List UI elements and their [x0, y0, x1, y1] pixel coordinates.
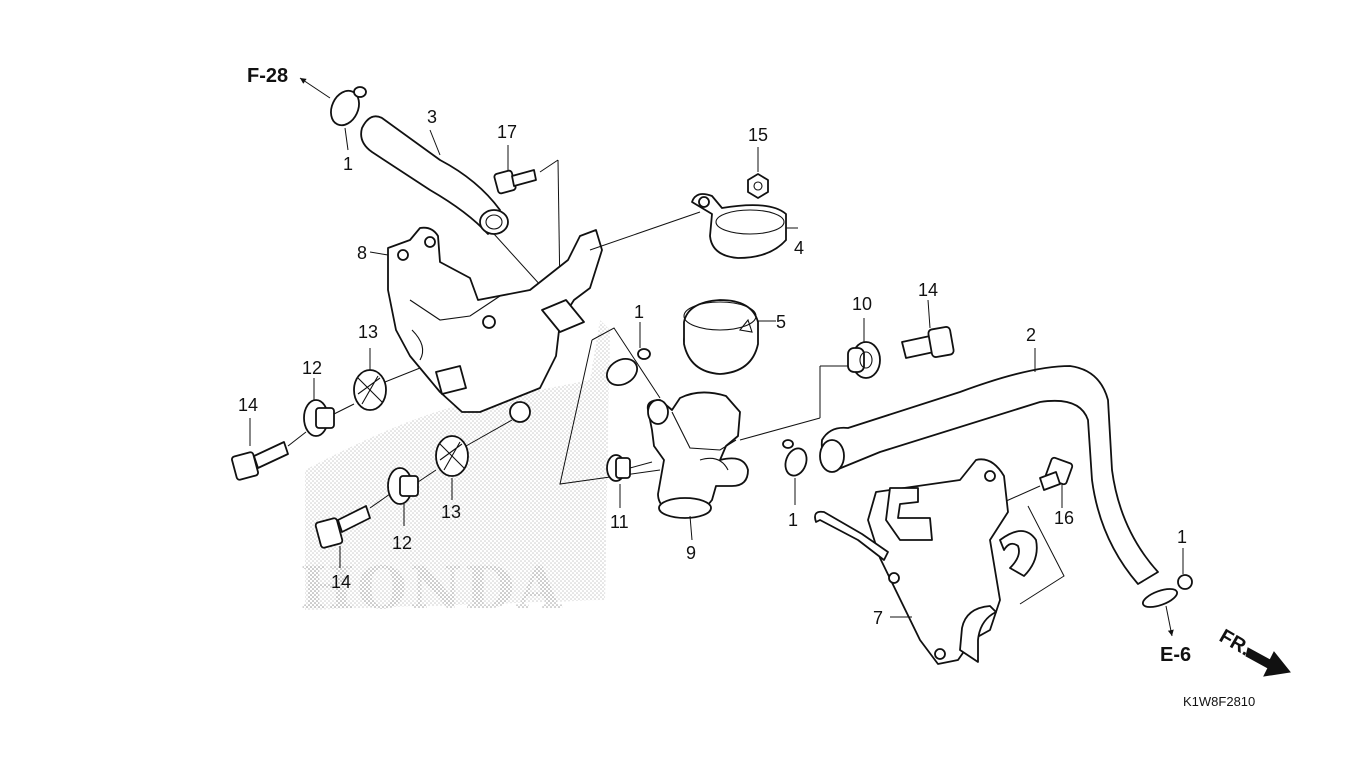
collar-12-lower[interactable]: [387, 467, 419, 505]
callout-1-top: 1: [343, 154, 353, 174]
callout-1-lower: 1: [788, 510, 798, 530]
callout-1-right: 1: [1177, 527, 1187, 547]
honda-watermark-text: HONDA: [300, 554, 564, 622]
rubber-mount-13-lower[interactable]: [435, 435, 469, 477]
hose-clip-mid[interactable]: [602, 348, 651, 390]
callout-3: 3: [427, 107, 437, 127]
callout-11: 11: [610, 512, 629, 532]
callout-12-upper: 12: [302, 358, 322, 378]
callout-1-mid: 1: [634, 302, 644, 322]
mounting-strap-4[interactable]: [691, 193, 787, 259]
callout-14-upper: 14: [918, 280, 938, 300]
callout-12-lower: 12: [392, 533, 412, 553]
callout-7: 7: [873, 608, 883, 628]
ref-f28-arrow: [299, 77, 331, 99]
air-hose-main[interactable]: [819, 365, 1159, 585]
grommet-10[interactable]: [847, 341, 881, 379]
callout-10: 10: [852, 294, 872, 314]
bolt-14-lower[interactable]: [314, 505, 371, 549]
bolt-17[interactable]: [493, 169, 537, 195]
nut-15[interactable]: [747, 173, 769, 199]
valve-bracket-7[interactable]: [814, 458, 1038, 665]
collar-12-upper[interactable]: [303, 399, 335, 437]
rubber-mount-13-upper[interactable]: [353, 369, 387, 411]
valve-bracket-8[interactable]: [387, 226, 603, 423]
air-injection-valve-9[interactable]: [646, 391, 749, 519]
callout-9: 9: [686, 543, 696, 563]
hose-clip-lower[interactable]: [782, 439, 810, 479]
ref-e6-label: E-6: [1160, 644, 1191, 666]
ref-e6[interactable]: E-6: [1160, 605, 1191, 666]
callout-14-lower: 14: [331, 572, 351, 592]
ref-f28[interactable]: F-28: [247, 65, 331, 99]
callout-5: 5: [776, 312, 786, 332]
callout-13-lower: 13: [441, 502, 461, 522]
air-hose-upper[interactable]: [360, 115, 509, 235]
callout-14-left: 14: [238, 395, 258, 415]
callout-2: 2: [1026, 325, 1036, 345]
callout-16: 16: [1054, 508, 1074, 528]
callout-17: 17: [497, 122, 517, 142]
washer-11[interactable]: [606, 454, 631, 482]
front-arrow-icon: [1245, 647, 1291, 677]
bolt-16[interactable]: [1039, 456, 1074, 491]
rubber-cap-5[interactable]: [683, 299, 759, 375]
ref-e6-arrow: [1165, 605, 1174, 637]
callout-4: 4: [794, 238, 804, 258]
callout-15: 15: [748, 125, 768, 145]
callout-13-upper: 13: [358, 322, 378, 342]
diagram-code: K1W8F2810: [1183, 694, 1255, 709]
bolt-14-left[interactable]: [231, 441, 289, 481]
hose-clip-top[interactable]: [326, 86, 367, 130]
ref-f28-label: F-28: [247, 65, 288, 87]
hose-clip-right[interactable]: [1141, 574, 1193, 611]
front-direction-marker: FR.: [1216, 625, 1291, 677]
bolt-14-upper[interactable]: [901, 326, 955, 359]
callout-8: 8: [357, 243, 367, 263]
